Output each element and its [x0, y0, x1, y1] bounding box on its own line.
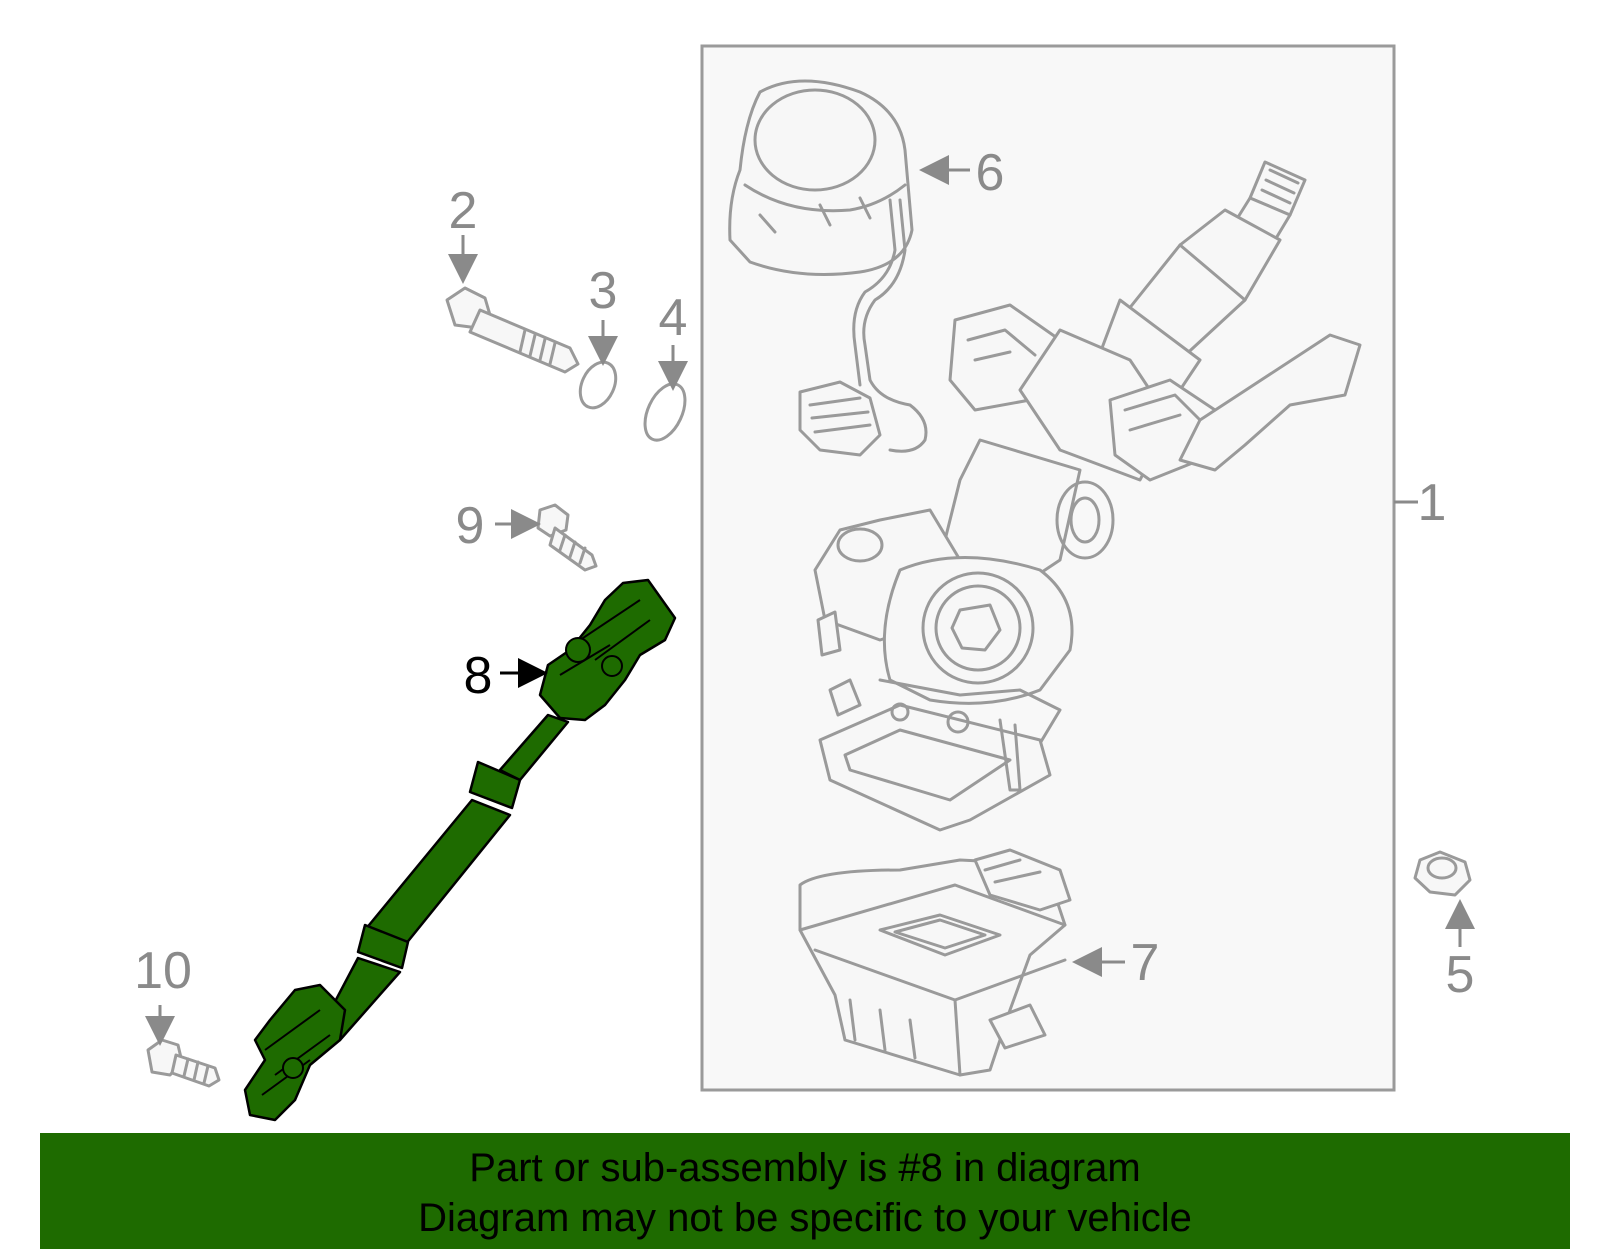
callout-4: 4 [659, 289, 688, 347]
callout-10: 10 [134, 942, 192, 1000]
banner-line-1: Part or sub-assembly is #8 in diagram [469, 1146, 1141, 1190]
callout-5: 5 [1446, 946, 1475, 1004]
part-9-bolt [536, 503, 598, 572]
part-1-steering-column [813, 160, 1362, 832]
part-6-clock-spring [728, 79, 928, 457]
part-2-bolt [445, 286, 580, 374]
banner-line-2: Diagram may not be specific to your vehi… [418, 1196, 1192, 1240]
callout-6: 6 [976, 144, 1005, 202]
callout-9: 9 [456, 497, 485, 555]
info-banner: Part or sub-assembly is #8 in diagram Di… [40, 1133, 1570, 1249]
part-3-washer [578, 360, 618, 410]
part-5-nut [1413, 850, 1472, 897]
callout-2: 2 [449, 182, 478, 240]
part-8-intermediate-shaft [243, 578, 677, 1122]
part-4-washer [643, 382, 687, 442]
callout-7: 7 [1131, 934, 1160, 992]
part-10-bolt [146, 1038, 221, 1088]
part-7-control-module [798, 848, 1072, 1077]
callout-1: 1 [1418, 474, 1447, 532]
callout-3: 3 [589, 262, 618, 320]
leader-arrows [145, 155, 1475, 1046]
callout-8: 8 [464, 647, 493, 705]
